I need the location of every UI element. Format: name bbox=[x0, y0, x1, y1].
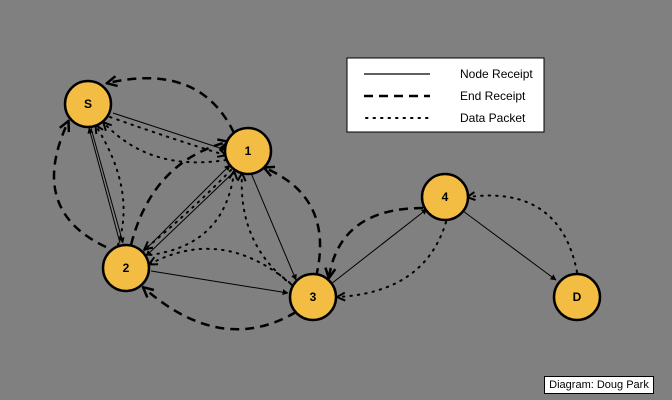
node-2-label: 2 bbox=[123, 261, 130, 275]
edge-data-packet-3-2 bbox=[150, 247, 291, 284]
legend-node-receipt-label: Node Receipt bbox=[460, 67, 533, 81]
edge-data-packet-2-1 bbox=[149, 172, 234, 256]
edge-node-receipt-3-4 bbox=[330, 208, 428, 285]
edge-node-receipt-2-1 bbox=[141, 164, 231, 254]
legend-data-packet-label: Data Packet bbox=[460, 111, 526, 125]
node-1-label: 1 bbox=[245, 144, 252, 158]
edge-data-packet-1-s bbox=[104, 123, 227, 164]
node-s[interactable]: S bbox=[63, 79, 113, 129]
node-1[interactable]: 1 bbox=[223, 126, 273, 176]
data-packet-edges bbox=[96, 116, 578, 297]
edge-node-receipt-1-2 bbox=[145, 169, 237, 257]
legend: Node Receipt End Receipt Data Packet bbox=[346, 57, 545, 133]
node-3-label: 3 bbox=[310, 290, 317, 304]
edge-end-receipt-2-s bbox=[52, 122, 107, 249]
edge-data-packet-d-4 bbox=[468, 196, 578, 273]
node-d-circle bbox=[552, 272, 602, 322]
legend-end-receipt-label: End Receipt bbox=[460, 89, 526, 103]
node-s-label: S bbox=[84, 97, 92, 111]
node-4-label: 4 bbox=[442, 190, 449, 204]
edge-end-receipt-3-2 bbox=[144, 288, 297, 331]
edge-node-receipt-2-s bbox=[87, 127, 121, 244]
node-3-circle bbox=[288, 272, 338, 322]
edge-node-receipt-4-d bbox=[462, 210, 557, 281]
node-d[interactable]: D bbox=[552, 272, 602, 322]
node-3[interactable]: 3 bbox=[288, 272, 338, 322]
node-d-label: D bbox=[573, 290, 582, 304]
edge-data-packet-4-3 bbox=[338, 221, 447, 297]
node-1-circle bbox=[223, 126, 273, 176]
diagram-credit: Diagram: Doug Park bbox=[544, 376, 654, 394]
node-4[interactable]: 4 bbox=[420, 172, 470, 222]
node-s-circle bbox=[63, 79, 113, 129]
edge-data-packet-2-s bbox=[96, 126, 125, 246]
edge-node-receipt-2-3 bbox=[150, 270, 289, 296]
edge-end-receipt-3-1 bbox=[265, 168, 322, 278]
edge-end-receipt-4-3 bbox=[329, 206, 424, 277]
node-2-circle bbox=[101, 243, 151, 293]
edge-data-packet-3-1 bbox=[242, 174, 293, 286]
edge-node-receipt-s-2 bbox=[90, 127, 125, 244]
edge-data-packet-s-1 bbox=[109, 116, 225, 155]
edge-node-receipt-1-3 bbox=[250, 172, 297, 281]
node-4-circle bbox=[420, 172, 470, 222]
end-receipt-edges bbox=[52, 78, 424, 331]
node-receipt-edges bbox=[87, 112, 557, 296]
edge-node-receipt-s-1 bbox=[112, 112, 227, 152]
edge-end-receipt-2-1 bbox=[129, 142, 227, 246]
edge-data-packet-1-2 bbox=[145, 169, 232, 249]
edge-end-receipt-1-s bbox=[108, 78, 236, 134]
node-2[interactable]: 2 bbox=[101, 243, 151, 293]
